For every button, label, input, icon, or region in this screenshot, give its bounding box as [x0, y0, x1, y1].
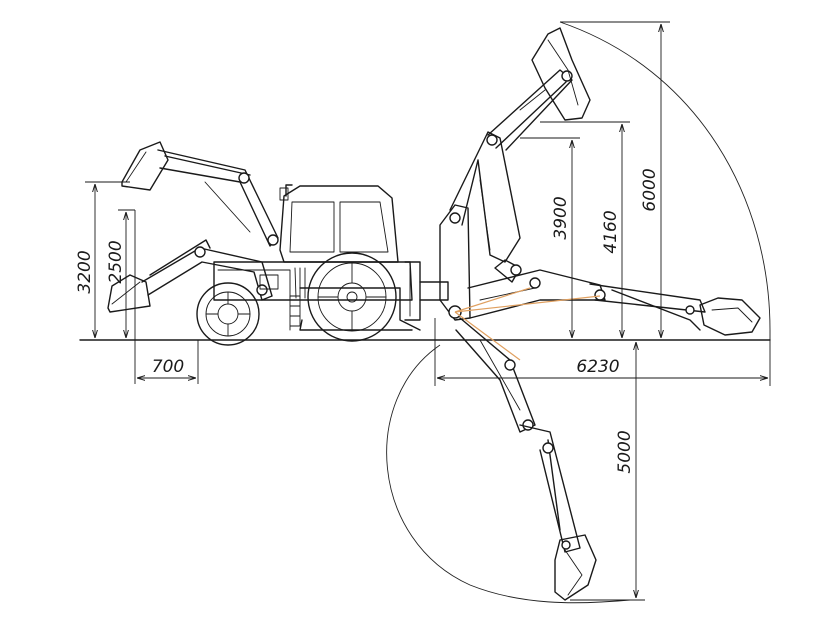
dim-label-6230: 6230 — [576, 357, 619, 377]
dim-label-4160: 4160 — [601, 210, 621, 253]
dim-6230: 6230 — [434, 318, 771, 386]
dim-3900: 3900 — [520, 137, 580, 338]
rear-fender — [299, 287, 421, 331]
dim-700: 700 — [134, 210, 199, 384]
upper-reach-arc — [559, 21, 771, 331]
tractor-body — [213, 184, 449, 331]
dim-label-2500: 2500 — [106, 240, 126, 283]
dim-label-6000: 6000 — [640, 168, 660, 211]
dim-4160: 4160 — [540, 121, 630, 338]
dim-2500: 2500 — [106, 209, 135, 338]
dim-3200: 3200 — [75, 181, 130, 338]
dim-label-700: 700 — [152, 357, 184, 377]
swing-rays — [454, 287, 601, 361]
backhoe-extended — [467, 269, 761, 336]
front-loader — [107, 141, 279, 313]
dim-label-5000: 5000 — [615, 430, 635, 473]
dim-5000: 5000 — [570, 342, 645, 601]
dim-label-3200: 3200 — [75, 250, 95, 293]
dim-6000: 6000 — [560, 21, 670, 338]
backhoe-lowered — [455, 317, 597, 601]
dim-label-3900: 3900 — [551, 196, 571, 239]
backhoe-raised — [439, 27, 591, 321]
front-wheel — [196, 282, 260, 346]
rear-wheel — [307, 252, 397, 342]
lower-reach-arc — [386, 344, 631, 604]
